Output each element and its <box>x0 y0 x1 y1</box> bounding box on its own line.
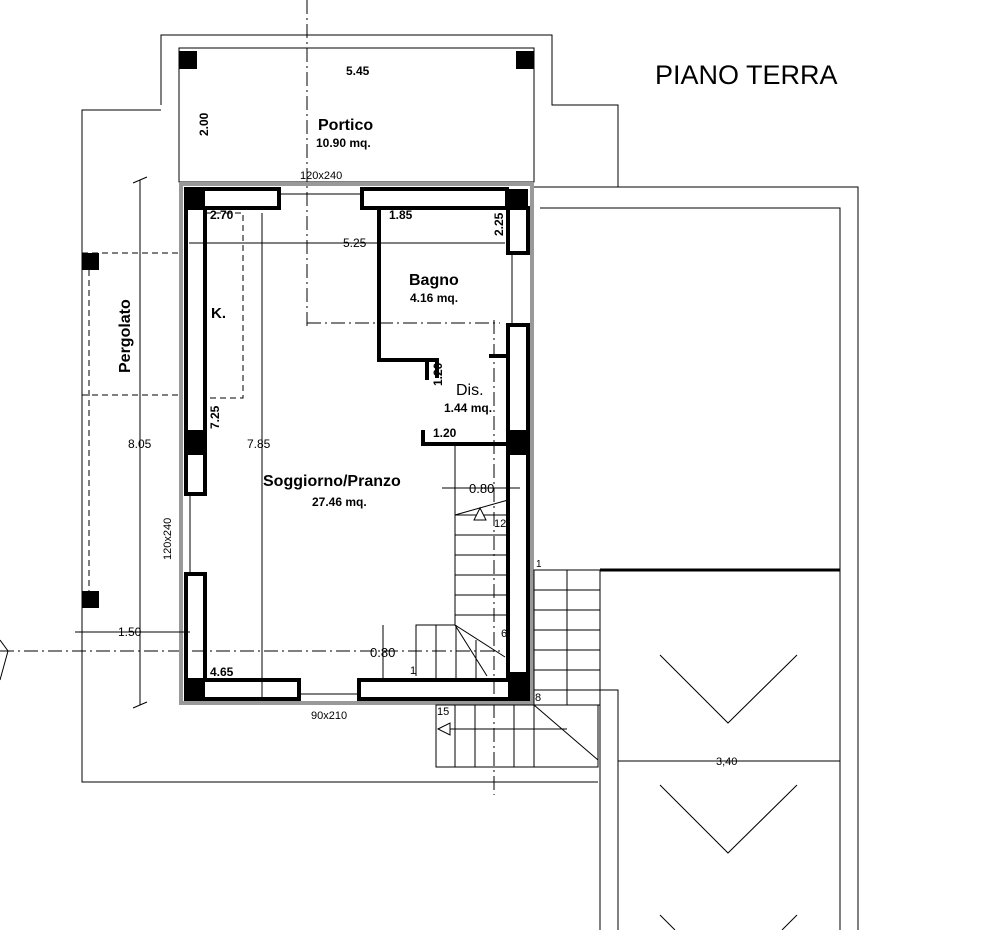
column <box>516 51 534 69</box>
dimension-label: 7.25 <box>208 405 222 429</box>
room-name: Portico <box>318 117 373 134</box>
ramp-chevrons <box>659 654 798 930</box>
adjacent-building <box>540 207 841 570</box>
column <box>508 189 528 208</box>
room-name: Bagno <box>409 272 459 289</box>
wall <box>506 323 530 682</box>
room-name: K. <box>211 305 226 322</box>
column <box>186 430 205 455</box>
dimension-label: 90x210 <box>311 710 347 722</box>
dimension-label: 1.85 <box>389 208 413 222</box>
step-number: 6 <box>501 628 507 640</box>
dimension-label: 1.50 <box>118 625 142 639</box>
dimension-label: 2.70 <box>210 208 234 222</box>
room-area: 1.44 mq. <box>444 401 492 415</box>
dimension-label: 1.20 <box>433 426 457 440</box>
dis-wall <box>421 430 508 446</box>
room-area: 27.46 mq. <box>312 495 367 509</box>
dimension-label: 0.80 <box>469 481 494 496</box>
step-number: 1 <box>410 665 416 677</box>
step-number: 8 <box>535 692 541 704</box>
dimension-label: 2.00 <box>197 112 211 136</box>
pergolato-post <box>82 253 99 270</box>
kitchen-counter <box>205 212 244 399</box>
pergolato-post <box>82 591 99 608</box>
adjacent-building <box>534 186 859 930</box>
room-area: 4.16 mq. <box>410 291 458 305</box>
dimension-label: 120x240 <box>300 170 342 182</box>
wall <box>506 206 530 255</box>
room-name: Dis. <box>456 382 484 399</box>
ramp-edge <box>600 689 619 930</box>
house-outline <box>179 182 534 705</box>
dimension-label: 4.65 <box>210 665 234 679</box>
step-number: 15 <box>437 706 449 718</box>
dimension-label: 0.80 <box>370 645 395 660</box>
column <box>186 189 205 208</box>
column <box>508 672 528 699</box>
external-stair <box>435 569 601 783</box>
room-name: Soggiorno/Pranzo <box>263 473 401 490</box>
stair-treads <box>435 499 509 678</box>
bagno-wall <box>377 208 439 378</box>
dimension-label: 7.85 <box>247 437 271 451</box>
plan-title: PIANO TERRA <box>655 60 838 90</box>
dimension-label: 1.20 <box>431 362 445 386</box>
dimension-label: 5.25 <box>343 236 367 250</box>
dimension-lines <box>75 176 520 709</box>
dimension-label: 2.25 <box>492 212 506 236</box>
column <box>186 678 205 699</box>
column <box>508 430 528 455</box>
wall <box>360 187 509 210</box>
wall <box>357 678 530 701</box>
dimension-label: 8.05 <box>128 437 152 451</box>
dimension-label: 5.45 <box>346 64 370 78</box>
wall <box>184 572 207 682</box>
step-number: 12 <box>494 518 506 530</box>
portico-outline <box>160 34 619 187</box>
dimension-label: 3,40 <box>716 756 737 768</box>
section-arrow <box>0 639 9 681</box>
dimension-label: 120x240 <box>162 518 174 560</box>
step-number: 1 <box>536 559 542 570</box>
room-name: Pergolato <box>117 299 134 373</box>
pergolato-outline <box>81 109 436 783</box>
column <box>179 51 197 69</box>
room-area: 10.90 mq. <box>316 136 371 150</box>
